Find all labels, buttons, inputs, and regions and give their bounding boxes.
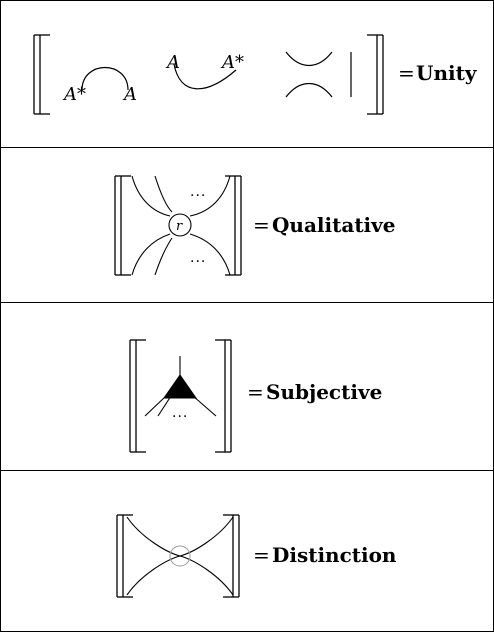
cup-label-a: A	[165, 52, 180, 73]
row-distinction: = Distinction	[116, 514, 397, 598]
discard-triangle	[163, 374, 197, 399]
right-semantic-bracket	[225, 175, 242, 276]
equals-sign: =	[398, 61, 415, 85]
cup-label-a-star: A*	[220, 52, 244, 73]
cup-diagram	[173, 63, 237, 90]
dots-bottom: ...	[190, 250, 206, 266]
left-semantic-bracket	[116, 514, 133, 598]
swap-diagram	[285, 51, 333, 98]
right-semantic-bracket	[215, 339, 232, 453]
row-qualitative: r ... ... = Qualitative	[114, 175, 396, 276]
equals-sign: =	[247, 380, 264, 404]
distinction-wires	[126, 516, 234, 596]
dots-top: ...	[190, 184, 206, 200]
label-distinction: Distinction	[272, 543, 397, 567]
dots: ...	[172, 405, 188, 421]
label-subjective: Subjective	[266, 380, 382, 404]
scalar-node-label: r	[176, 219, 183, 234]
decoherence-node	[169, 545, 191, 567]
equals-sign: =	[253, 543, 270, 567]
equals-sign: =	[253, 213, 270, 237]
cap-diagram	[81, 67, 129, 91]
row-unity: A* A A A* = Unity	[33, 34, 478, 115]
right-semantic-bracket	[367, 34, 384, 115]
label-unity: Unity	[416, 61, 478, 85]
qualitative-wires	[131, 175, 231, 276]
left-semantic-bracket	[33, 34, 50, 115]
right-semantic-bracket	[223, 514, 240, 598]
scalar-node	[168, 213, 192, 237]
left-semantic-bracket	[129, 339, 146, 453]
label-qualitative: Qualitative	[272, 213, 396, 237]
cap-label-a: A	[122, 84, 137, 105]
row-subjective: ... = Subjective	[129, 339, 382, 453]
cap-label-a-star: A*	[62, 84, 86, 105]
left-semantic-bracket	[114, 175, 131, 276]
